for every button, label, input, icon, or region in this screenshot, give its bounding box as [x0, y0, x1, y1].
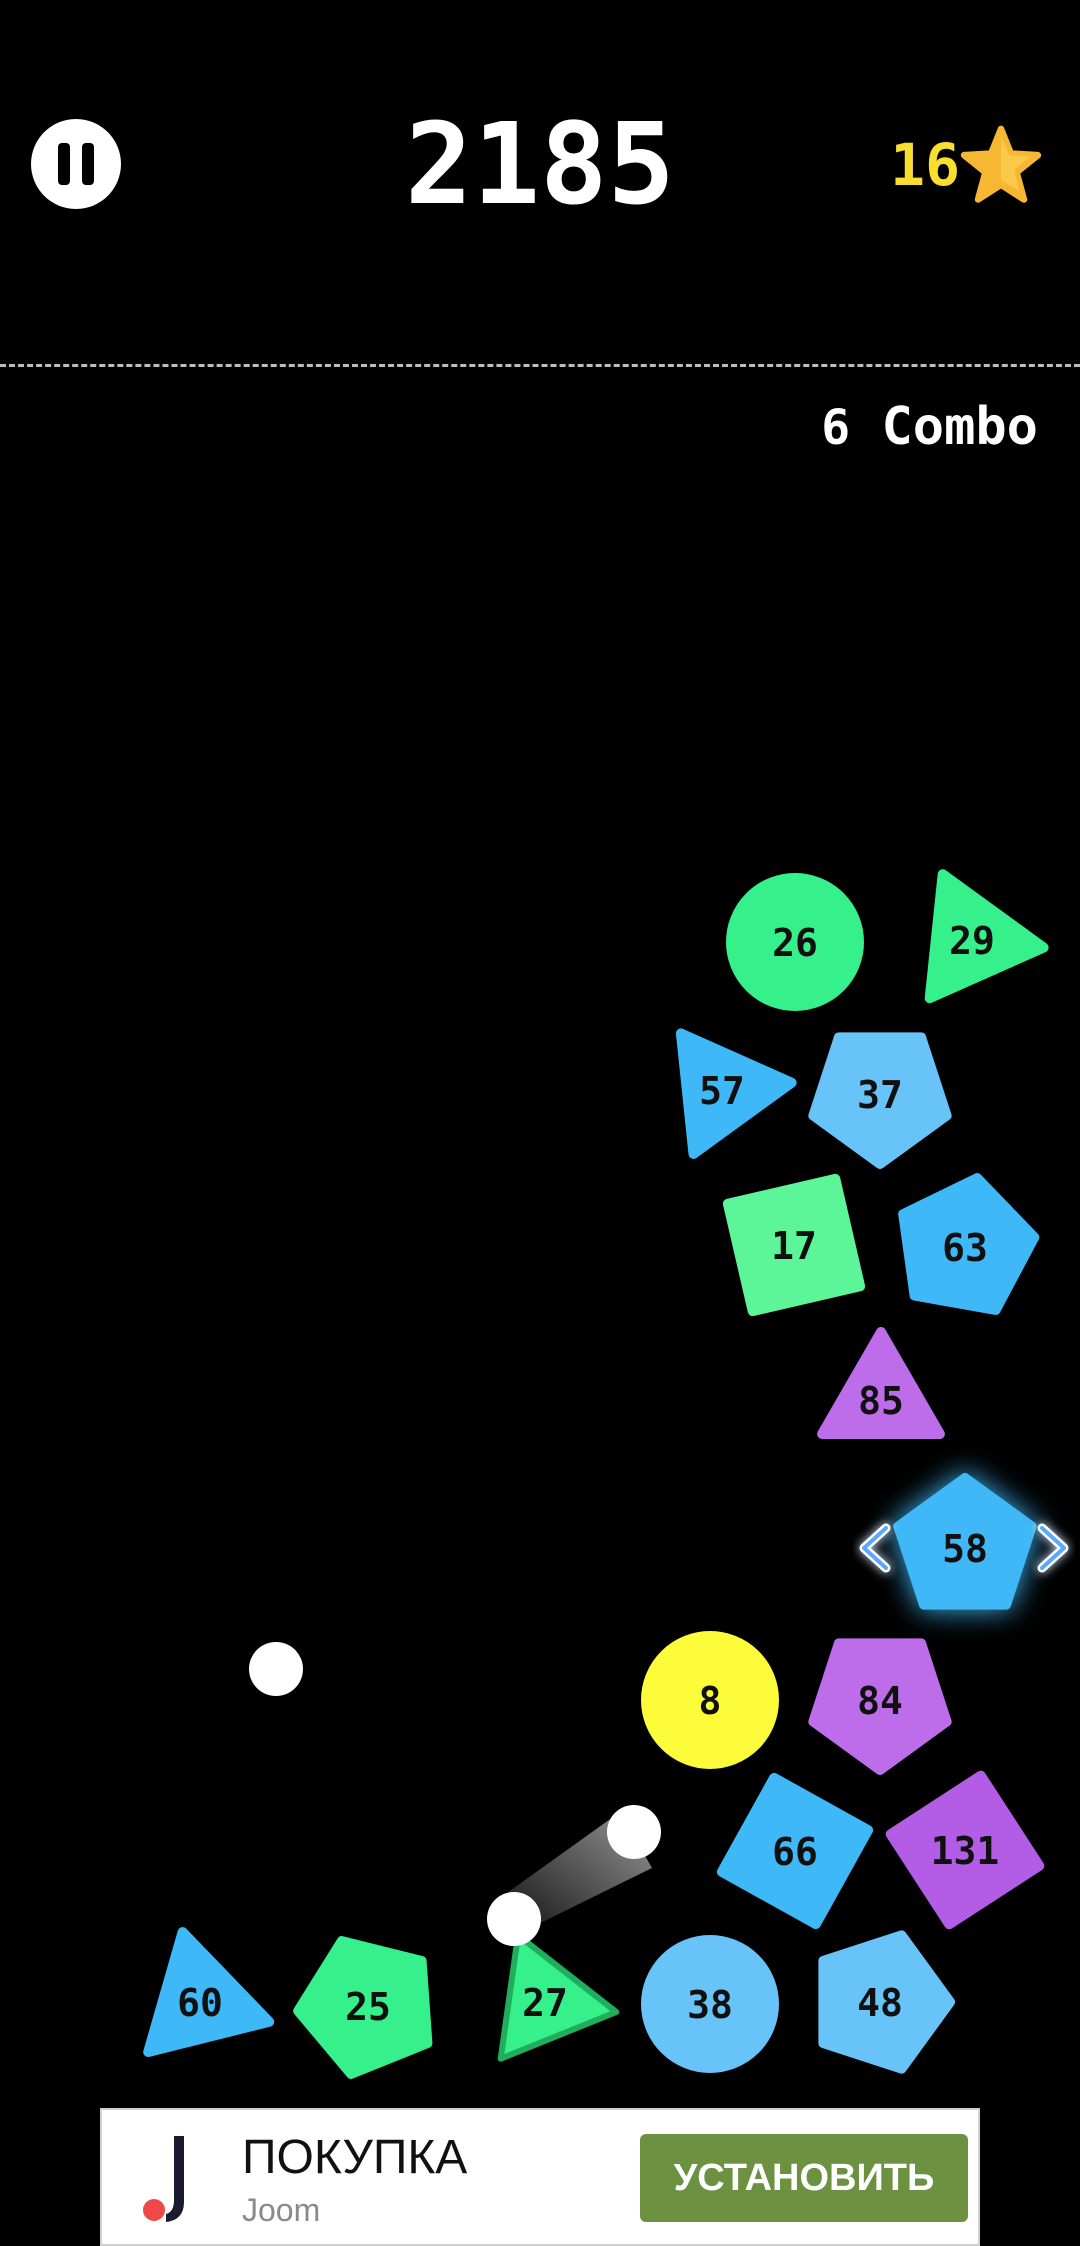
- block-value: 27: [522, 1981, 568, 2025]
- block-triangle: 29: [924, 869, 1049, 1004]
- block-value: 25: [345, 1985, 391, 2029]
- block-value: 85: [858, 1379, 904, 1423]
- block-pentagon: 48: [818, 1930, 955, 2074]
- ad-title: ПОКУПКА: [242, 2131, 468, 2184]
- block-value: 26: [772, 921, 818, 965]
- block-triangle: 27: [497, 1932, 620, 2062]
- install-button[interactable]: УСТАНОВИТЬ: [640, 2134, 968, 2222]
- block-value: 38: [687, 1983, 733, 2027]
- block-value: 66: [772, 1830, 818, 1874]
- move-left-arrow[interactable]: [859, 1523, 891, 1573]
- block-circle: 8: [641, 1631, 779, 1769]
- block-value: 131: [931, 1829, 1000, 1873]
- block-square: 131: [885, 1770, 1045, 1930]
- block-pentagon: 37: [808, 1032, 952, 1169]
- move-right-arrow[interactable]: [1037, 1523, 1069, 1573]
- danger-line: [0, 364, 1080, 367]
- pause-button[interactable]: [31, 119, 121, 209]
- combo-indicator: 6 Combo: [821, 392, 1038, 463]
- score: 2185: [405, 100, 675, 230]
- star-count: 16: [890, 131, 960, 199]
- star-icon: [960, 125, 1042, 203]
- ball: [487, 1892, 541, 1946]
- ad-subtitle: Joom: [242, 2192, 321, 2228]
- block-pentagon: 63: [898, 1173, 1040, 1315]
- ad-banner[interactable]: ПОКУПКА Joom УСТАНОВИТЬ: [100, 2108, 980, 2246]
- block-value: 17: [771, 1224, 817, 1268]
- block-triangle: 85: [817, 1327, 945, 1439]
- combo-count: 6: [821, 400, 851, 456]
- selected-block: 58: [893, 1473, 1037, 1610]
- block-pentagon: 84: [808, 1638, 952, 1775]
- block-value: 8: [699, 1679, 722, 1723]
- block-value: 48: [857, 1981, 903, 2025]
- block-square: 66: [716, 1772, 874, 1930]
- block-pentagon: 25: [293, 1936, 433, 2079]
- block-circle: 38: [641, 1935, 779, 2073]
- block-triangle: 60: [143, 1927, 275, 2057]
- combo-label: Combo: [881, 397, 1038, 457]
- block-value: 57: [699, 1069, 745, 1113]
- play-field[interactable]: 26 29 57 37 17 63 85 58 8 84 66 131 60 25 27 38 48: [0, 0, 1080, 2100]
- pause-icon: [58, 143, 70, 185]
- block-value: 37: [857, 1073, 903, 1117]
- joom-logo: [143, 2136, 184, 2222]
- block-value: 60: [177, 1981, 223, 2025]
- block-value: 63: [942, 1226, 988, 1270]
- block-square: 17: [722, 1173, 866, 1317]
- ball: [249, 1642, 303, 1696]
- block-value: 29: [949, 919, 995, 963]
- block-value: 84: [857, 1679, 903, 1723]
- block-circle: 26: [726, 873, 864, 1011]
- ball: [607, 1805, 661, 1859]
- block-triangle: 57: [675, 1028, 797, 1159]
- block-value: 58: [942, 1527, 988, 1571]
